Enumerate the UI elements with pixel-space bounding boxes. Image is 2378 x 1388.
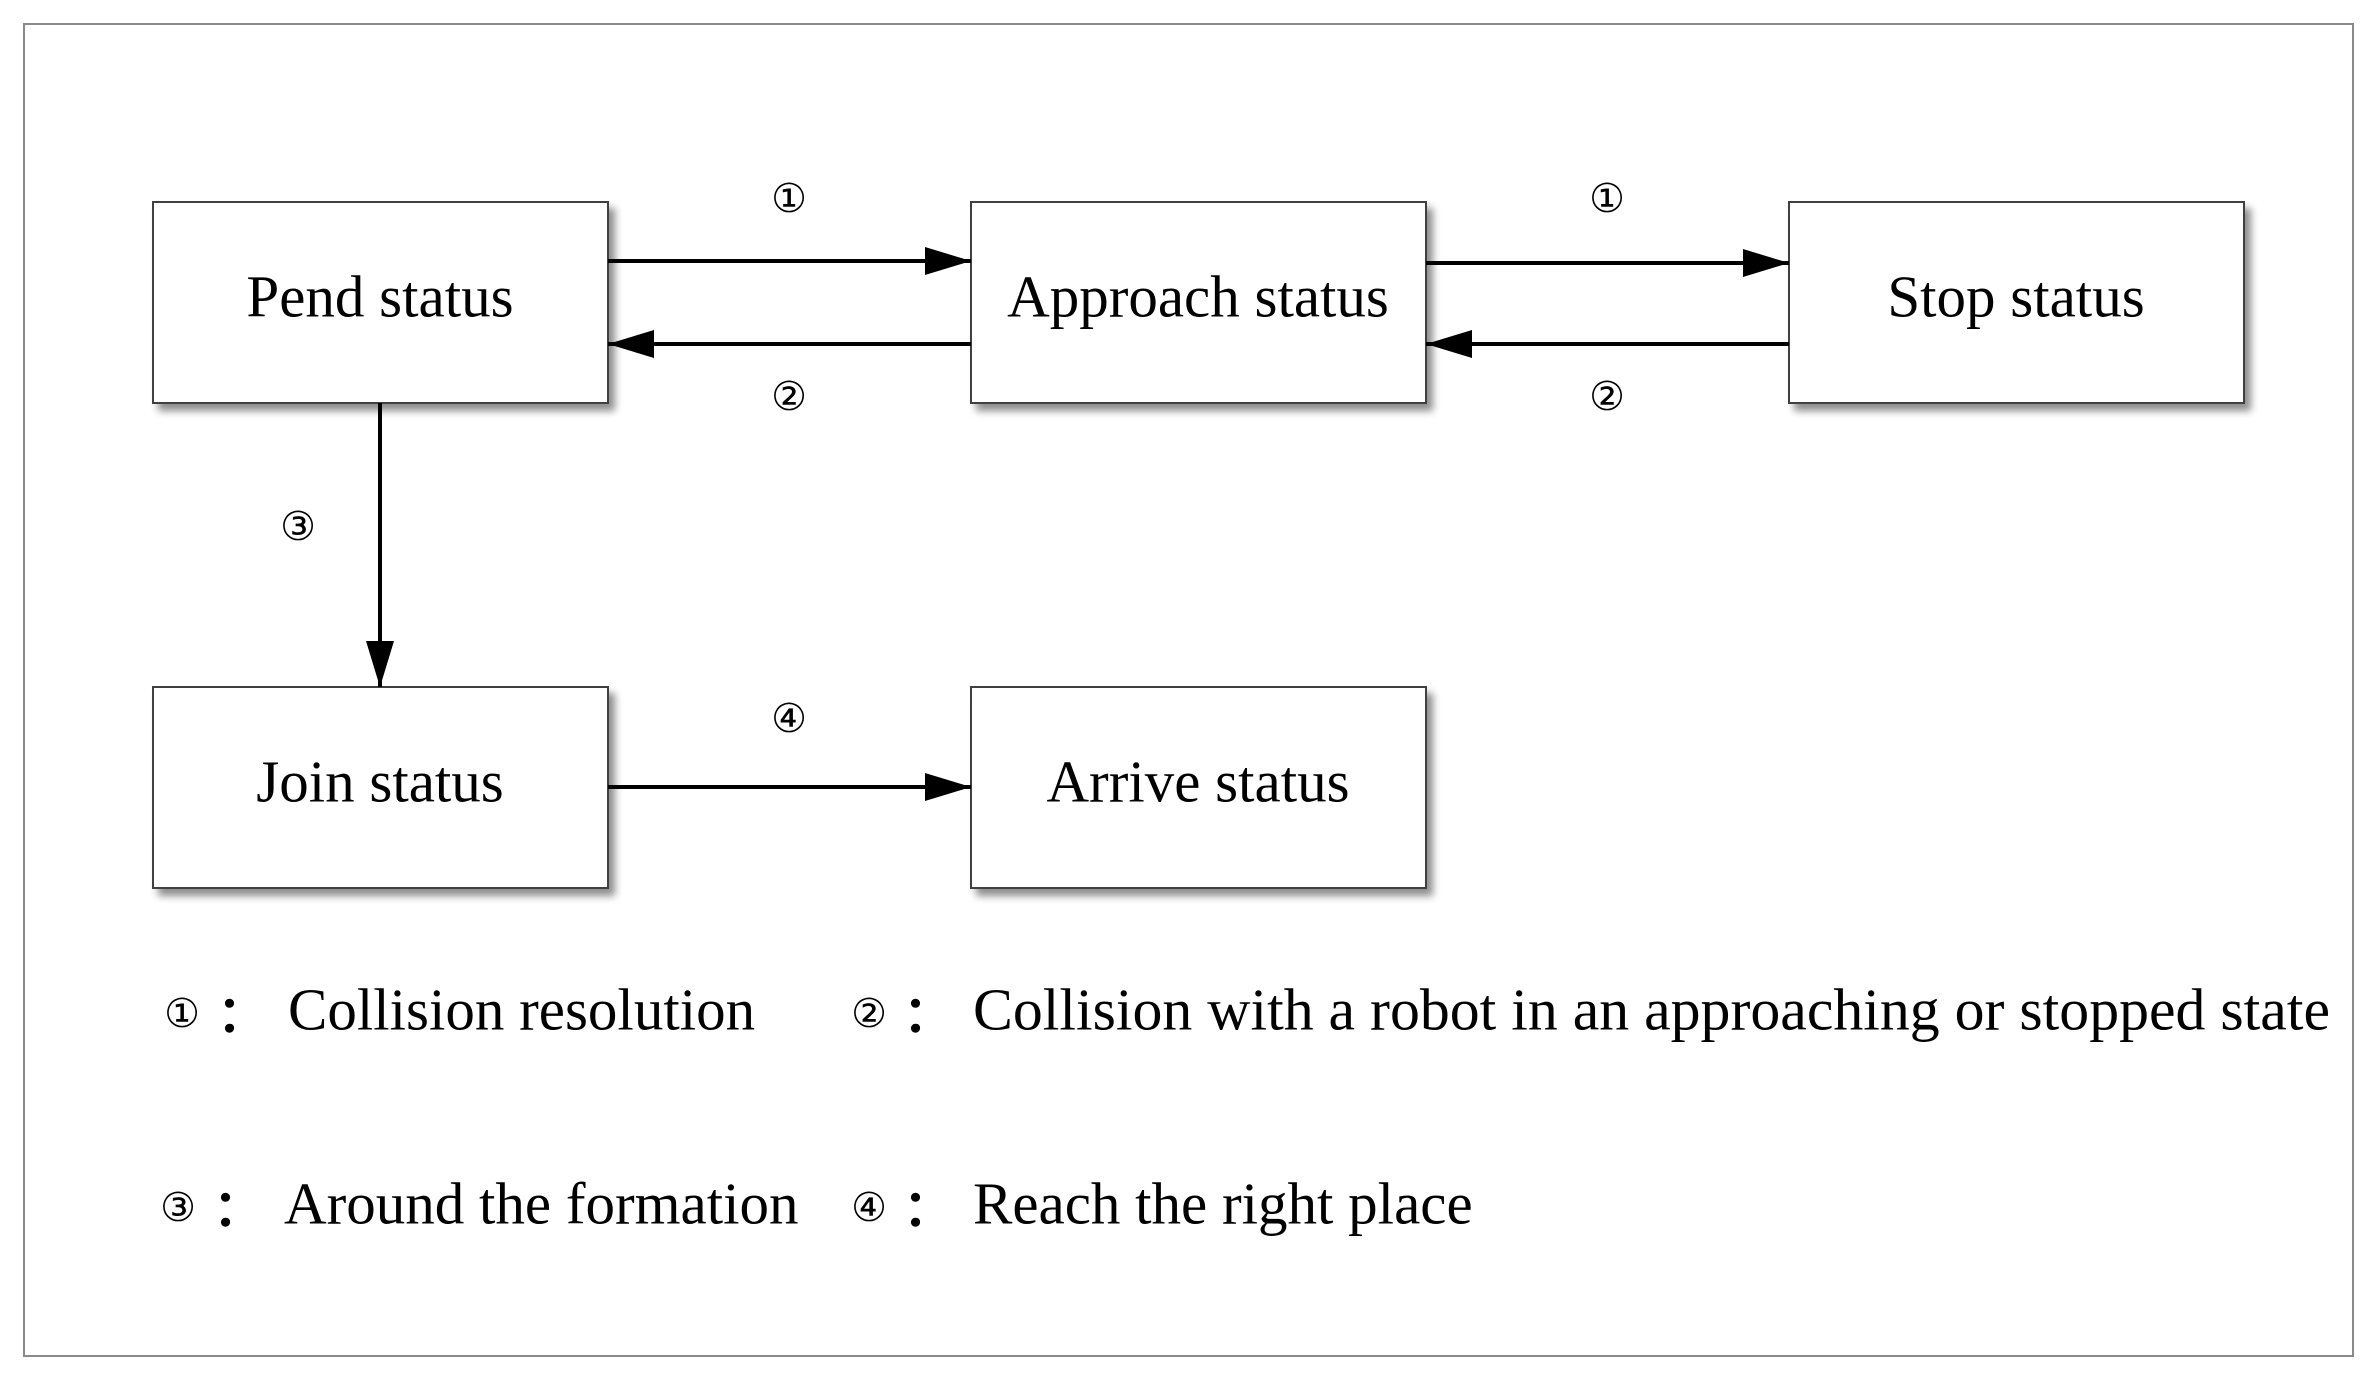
arrow-label-pend-join: ③	[280, 504, 316, 550]
legend-item-4: ④ ： Reach the right place	[851, 1171, 1473, 1237]
arrow-label-approach-stop: ①	[1589, 176, 1625, 222]
legend-symbol: ②	[851, 991, 887, 1037]
legend-text: Around the formation	[284, 1171, 799, 1237]
legend-text: Collision resolution	[288, 977, 755, 1043]
legend-symbol: ③	[160, 1185, 196, 1231]
arrow-label-join-arrive: ④	[771, 696, 807, 742]
state-label-pend: Pend status	[246, 264, 513, 330]
legend-item-2: ② ： Collision with a robot in an approac…	[851, 977, 2330, 1043]
arrow-label-stop-approach: ②	[1589, 374, 1625, 420]
legend-item-3: ③ ： Around the formation	[160, 1171, 798, 1237]
legend-symbol: ④	[851, 1185, 887, 1231]
state-box-arrive: Arrive status	[970, 686, 1427, 889]
state-box-pend: Pend status	[152, 201, 609, 404]
legend-colon: ：	[213, 1180, 263, 1236]
legend-text: Reach the right place	[973, 1171, 1473, 1237]
legend: ① ： Collision resolution ② ： Collision w…	[160, 977, 2330, 1237]
state-label-stop: Stop status	[1887, 264, 2144, 330]
legend-symbol: ①	[164, 991, 200, 1037]
state-label-approach: Approach status	[1007, 264, 1389, 330]
legend-colon: ：	[217, 986, 267, 1042]
state-box-join: Join status	[152, 686, 609, 889]
legend-text: Collision with a robot in an approaching…	[973, 977, 2330, 1043]
state-box-stop: Stop status	[1788, 201, 2245, 404]
state-label-arrive: Arrive status	[1046, 749, 1349, 815]
legend-item-1: ① ： Collision resolution	[164, 977, 755, 1043]
figure-frame	[23, 23, 2354, 1357]
legend-colon: ：	[903, 986, 953, 1042]
state-box-approach: Approach status	[970, 201, 1427, 404]
arrow-label-pend-approach: ①	[771, 176, 807, 222]
arrow-label-approach-pend: ②	[771, 374, 807, 420]
state-label-join: Join status	[256, 749, 504, 815]
legend-colon: ：	[903, 1180, 953, 1236]
